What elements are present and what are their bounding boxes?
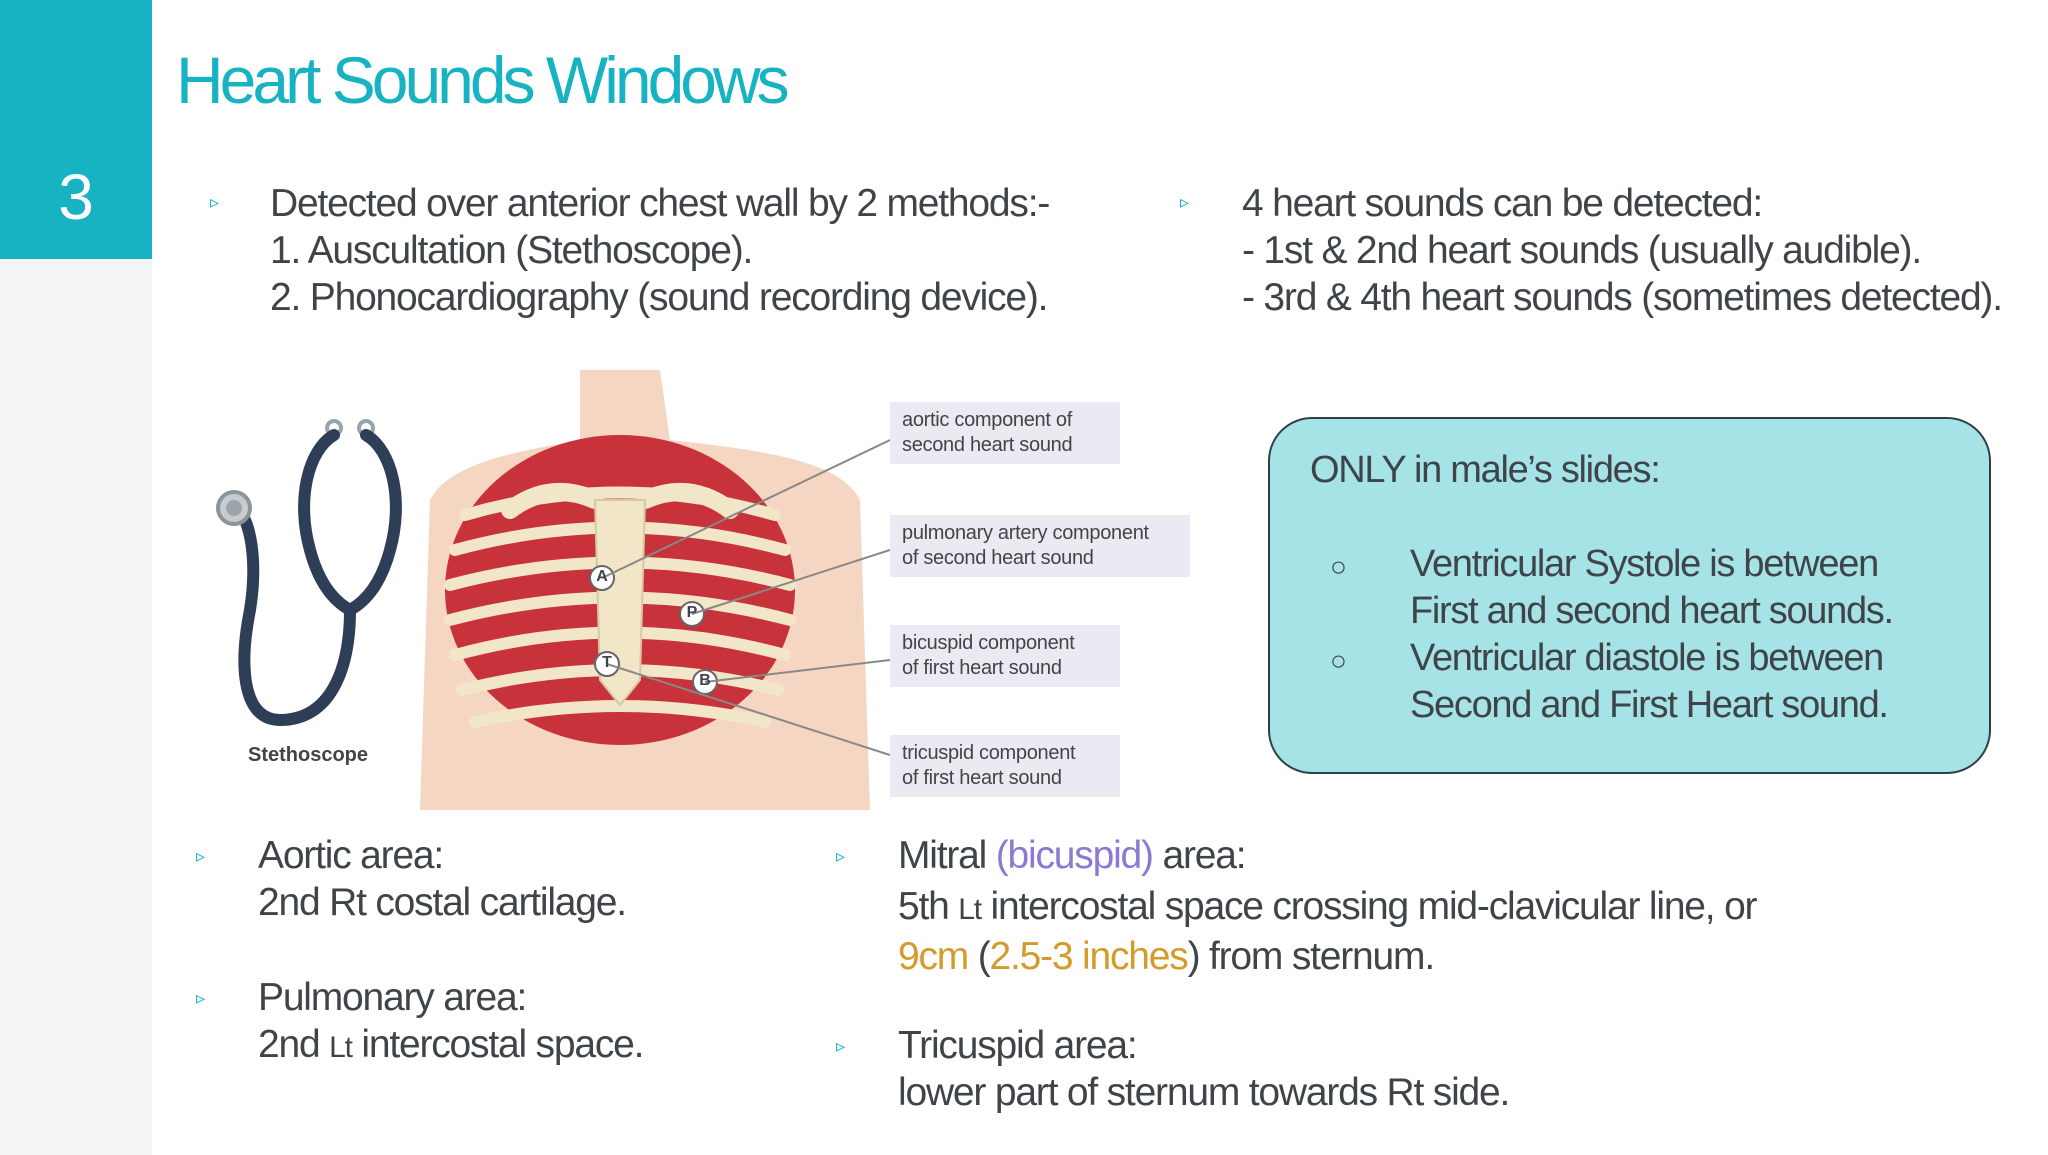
auscultation-markers bbox=[589, 565, 718, 695]
sounds-item-2: - 3rd & 4th heart sounds (sometimes dete… bbox=[1242, 276, 2003, 319]
mitral-line2-9cm: 9cm bbox=[898, 935, 969, 978]
label-pulmonary-line1: pulmonary artery component bbox=[902, 522, 1149, 544]
pulmonary-title: Pulmonary area: bbox=[258, 976, 527, 1019]
slide-title: Heart Sounds Windows bbox=[176, 43, 790, 117]
mitral-line2-d: ) from sternum. bbox=[1187, 935, 1436, 978]
mitral-area: Mitral (bicuspid) area: 5th Lt intercost… bbox=[898, 832, 1758, 980]
mitral-line-2: 9cm (2.5-3 inches) from sternum. bbox=[898, 933, 1756, 980]
sounds-item-1: - 1st & 2nd heart sounds (usually audibl… bbox=[1242, 229, 1922, 272]
sounds-block: 4 heart sounds can be detected: - 1st & … bbox=[1242, 180, 2003, 321]
circle-bullet-icon: ○ bbox=[1330, 645, 1347, 676]
label-bicuspid: bicuspid component of first heart sound bbox=[890, 625, 1120, 687]
male-box-item-1-line2: First and second heart sounds. bbox=[1410, 590, 1894, 632]
label-tricuspid-line1: tricuspid component bbox=[902, 742, 1076, 764]
mitral-line1-lt: Lt bbox=[958, 893, 982, 926]
tricuspid-desc: lower part of sternum towards Rt side. bbox=[898, 1071, 1510, 1114]
tricuspid-area: Tricuspid area: lower part of sternum to… bbox=[898, 1022, 1510, 1116]
bullet-triangle-icon: ▹ bbox=[196, 988, 206, 1008]
label-pulmonary-line2: of second heart sound bbox=[902, 547, 1094, 569]
circle-bullet-icon: ○ bbox=[1330, 551, 1347, 582]
mitral-line1-a: 5th bbox=[898, 885, 959, 928]
sounds-heading: 4 heart sounds can be detected: bbox=[1242, 182, 1763, 225]
torso-illustration bbox=[420, 370, 891, 810]
marker-tricuspid: T bbox=[602, 654, 612, 671]
mitral-line-1: 5th Lt intercostal space crossing mid-cl… bbox=[898, 883, 1758, 933]
slide-number-block: 3 bbox=[0, 0, 152, 259]
label-tricuspid: tricuspid component of first heart sound bbox=[890, 735, 1120, 797]
mitral-line1-c: intercostal space crossing mid-clavicula… bbox=[980, 885, 1758, 928]
marker-bicuspid: B bbox=[699, 672, 711, 689]
mitral-title-a: Mitral bbox=[898, 834, 996, 877]
chest-illustration bbox=[216, 370, 891, 810]
male-box-item-2-line2: Second and First Heart sound. bbox=[1410, 684, 1889, 726]
label-tricuspid-line2: of first heart sound bbox=[902, 767, 1062, 789]
pulmonary-desc-a: 2nd bbox=[258, 1023, 330, 1066]
aortic-title: Aortic area: bbox=[258, 834, 444, 877]
mitral-title: Mitral (bicuspid) area: bbox=[898, 832, 1756, 879]
mitral-line2-inches: 2.5-3 inches bbox=[989, 935, 1189, 978]
male-box-item-1-line1: Ventricular Systole is between bbox=[1410, 543, 1879, 585]
male-box-title: ONLY in male’s slides: bbox=[1310, 449, 1661, 491]
pulmonary-area: Pulmonary area: 2nd Lt intercostal space… bbox=[258, 974, 644, 1071]
methods-item-1: 1. Auscultation (Stethoscope). bbox=[270, 229, 753, 272]
chest-figure: A P T B Stethoscope aortic component of … bbox=[200, 360, 1190, 810]
male-slides-box: ONLY in male’s slides: ○ Ventricular Sys… bbox=[1268, 417, 1991, 774]
stethoscope-label: Stethoscope bbox=[248, 744, 369, 766]
male-box-item-2-line1: Ventricular diastole is between bbox=[1410, 637, 1884, 679]
mitral-title-c: area: bbox=[1152, 834, 1246, 877]
bullet-triangle-icon: ▹ bbox=[836, 1036, 846, 1056]
label-aortic-line1: aortic component of bbox=[902, 409, 1072, 431]
male-box-item-1: Ventricular Systole is between First and… bbox=[1410, 541, 1894, 635]
pulmonary-desc-c: intercostal space. bbox=[351, 1023, 644, 1066]
methods-heading: Detected over anterior chest wall by 2 m… bbox=[270, 182, 1050, 225]
label-bicuspid-line2: of first heart sound bbox=[902, 657, 1062, 679]
bullet-triangle-icon: ▹ bbox=[1180, 192, 1190, 212]
bullet-triangle-icon: ▹ bbox=[836, 846, 846, 866]
methods-item-2: 2. Phonocardiography (sound recording de… bbox=[270, 276, 1049, 319]
tricuspid-title: Tricuspid area: bbox=[898, 1024, 1138, 1067]
marker-pulmonary: P bbox=[686, 604, 698, 621]
aortic-desc: 2nd Rt costal cartilage. bbox=[258, 881, 627, 924]
stethoscope-icon bbox=[216, 419, 402, 727]
mitral-line2-b: ( bbox=[968, 935, 991, 978]
pulmonary-desc: 2nd Lt intercostal space. bbox=[258, 1021, 644, 1071]
marker-aortic: A bbox=[596, 568, 608, 585]
label-aortic-line2: second heart sound bbox=[902, 434, 1073, 456]
mitral-title-bicuspid: (bicuspid) bbox=[995, 834, 1154, 877]
pulmonary-desc-lt: Lt bbox=[329, 1031, 353, 1064]
bullet-triangle-icon: ▹ bbox=[210, 192, 220, 212]
aortic-area: Aortic area: 2nd Rt costal cartilage. bbox=[258, 832, 627, 926]
male-box-item-2: Ventricular diastole is between Second a… bbox=[1410, 635, 1889, 729]
label-aortic: aortic component of second heart sound bbox=[890, 402, 1120, 464]
methods-block: Detected over anterior chest wall by 2 m… bbox=[270, 180, 1050, 321]
bullet-triangle-icon: ▹ bbox=[196, 846, 206, 866]
label-pulmonary: pulmonary artery component of second hea… bbox=[890, 515, 1190, 577]
slide-number: 3 bbox=[58, 161, 94, 233]
label-bicuspid-line1: bicuspid component bbox=[902, 632, 1075, 654]
